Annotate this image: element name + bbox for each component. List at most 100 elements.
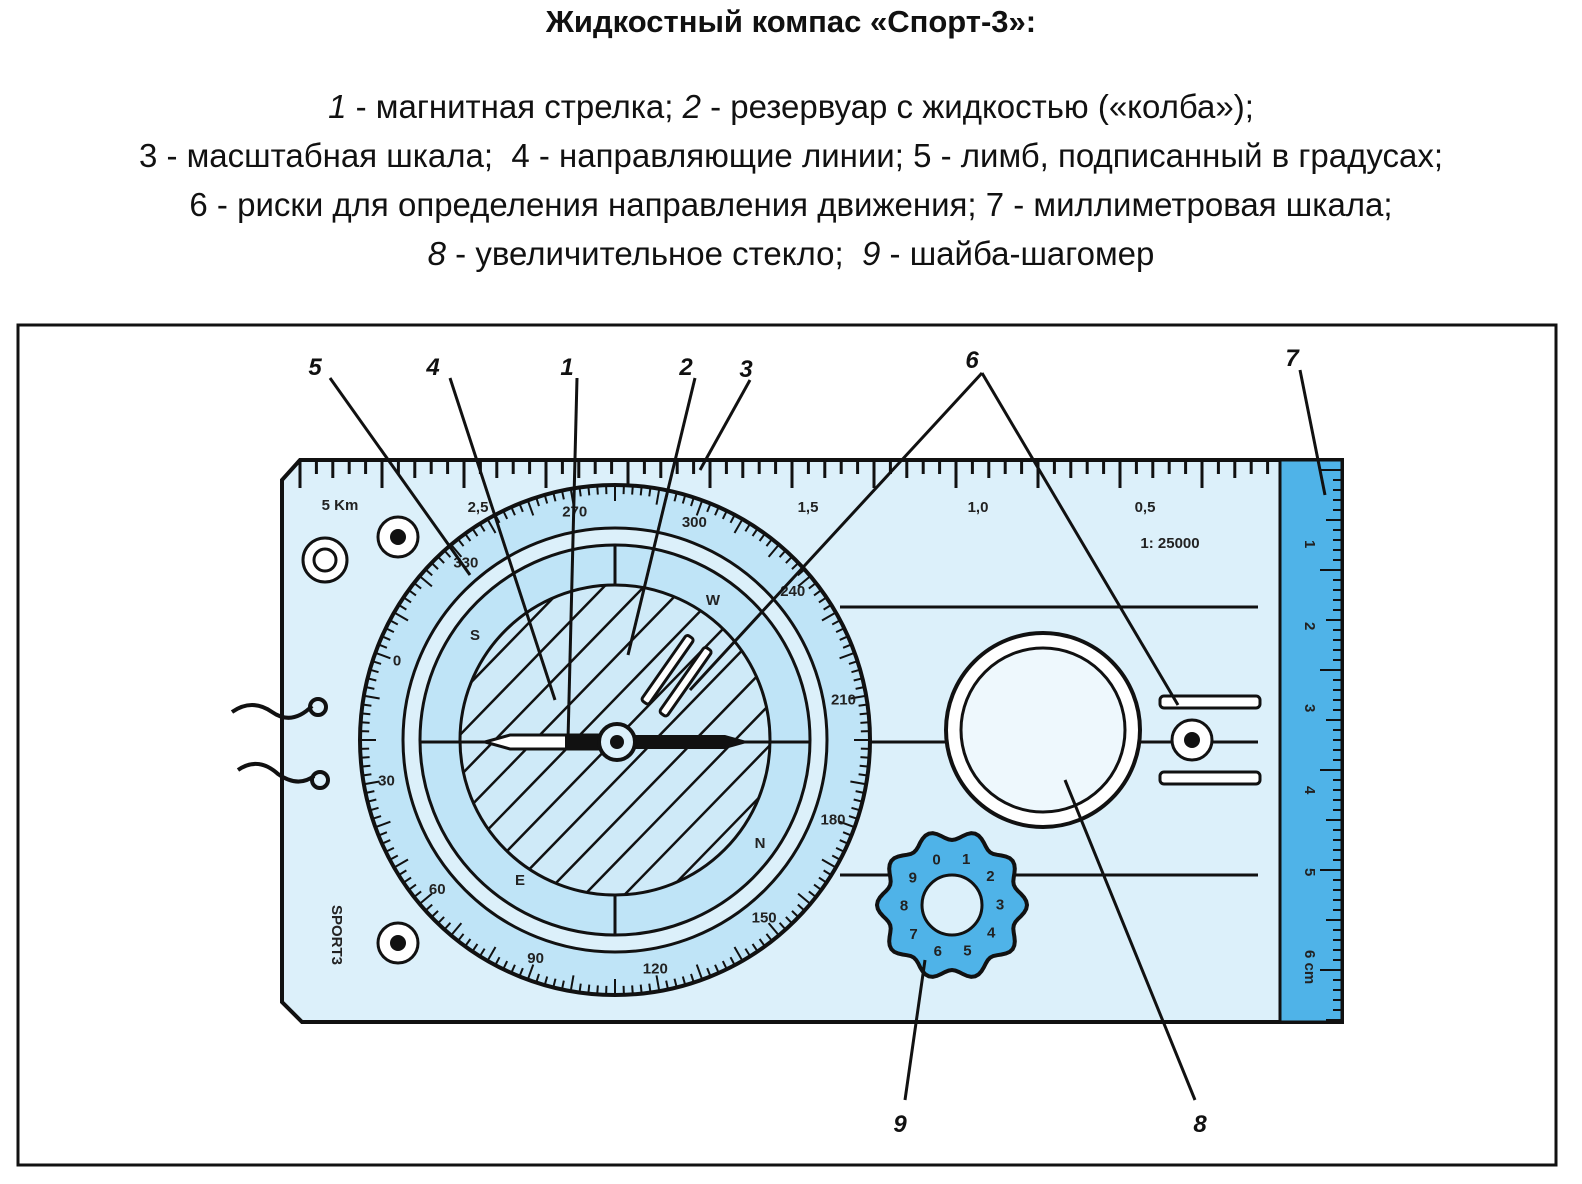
bezel-tick [858, 773, 868, 777]
bezel-tick [648, 983, 652, 993]
bezel-tick [596, 985, 599, 995]
callout-label: 2 [678, 354, 693, 381]
pedometer-number: 5 [963, 942, 971, 959]
legend-text: - увеличительное стекло; [446, 235, 863, 272]
bezel-tick [450, 922, 463, 936]
bezel-tick [797, 892, 811, 905]
cardinal-letter: W [706, 592, 721, 609]
legend-line: 1 - магнитная стрелка; 2 - резервуар с ж… [0, 82, 1582, 131]
bezel-tick [518, 503, 524, 513]
bezel-tick [765, 933, 773, 942]
bezel-tick [385, 627, 395, 634]
bezel-tick [778, 922, 787, 931]
callout-leader-line [1298, 369, 1327, 496]
bezel-tick [479, 523, 486, 532]
bezel-tick [596, 485, 599, 495]
bezel-tick [835, 627, 845, 634]
scale-label: 1,5 [798, 499, 819, 516]
bezel-number: 150 [752, 910, 777, 927]
bezel-tick [479, 948, 486, 957]
bezel-tick [733, 518, 744, 534]
orienting-line [460, 585, 591, 895]
legend-number: 3 [138, 137, 158, 174]
bezel-tick [502, 510, 509, 520]
legend-text: - миллиметровая шкала; [1004, 186, 1393, 223]
bezel-tick [855, 790, 865, 794]
bezel-tick [486, 518, 497, 534]
orienting-line [599, 585, 770, 895]
bezel-tick [398, 869, 407, 876]
legend-text: - шайба-шагомер [880, 235, 1155, 272]
bezel-tick [372, 660, 382, 665]
bezel-tick [785, 916, 793, 925]
bezel-tick [361, 712, 371, 716]
bezel-tick [853, 677, 863, 682]
bezel-tick [631, 985, 634, 995]
bezel-tick [389, 854, 399, 861]
bezel-tick [823, 869, 832, 876]
bezel-tick [751, 528, 759, 537]
bezel-tick [655, 488, 661, 505]
bezel-tick [362, 773, 372, 777]
bezel-tick [639, 486, 643, 496]
bezel-tick [385, 846, 395, 853]
bezel-tick [378, 831, 388, 837]
bezel-tick [706, 967, 712, 977]
bezel-tick [859, 764, 869, 768]
cardinal-letter: S [470, 627, 480, 644]
bezel-tick [393, 858, 409, 869]
bezel-tick [369, 806, 379, 812]
callout-leader-line [1063, 779, 1197, 1101]
bezel-tick [510, 964, 516, 974]
bezel-tick [526, 500, 535, 516]
bezel-tick [858, 703, 868, 707]
bezel-tick [486, 946, 497, 962]
bezel-tick [767, 922, 780, 936]
bezel-tick [361, 764, 371, 768]
diagram-frame [16, 323, 1558, 1167]
direction-mark-top [1158, 694, 1262, 710]
bezel-tick [578, 487, 582, 497]
bezel-tick [457, 933, 465, 942]
bezel-tick [751, 943, 759, 952]
bezel-tick [665, 980, 669, 990]
bezel-tick [419, 575, 433, 588]
bezel-tick [791, 910, 800, 918]
bezel-tick [437, 555, 445, 564]
bezel-tick [797, 575, 811, 588]
callout-leader-line [566, 377, 579, 741]
bezel-tick [398, 604, 407, 611]
pedometer-number: 9 [909, 869, 917, 886]
bezel-tick [424, 568, 433, 577]
bezel-tick [690, 973, 695, 983]
legend-number: 9 [862, 235, 881, 272]
callout-leader-line [448, 377, 557, 701]
bezel-tick [823, 604, 832, 611]
scale-label: 1,0 [968, 499, 989, 516]
bezel-tick [378, 643, 388, 649]
callout-label: 4 [425, 354, 439, 381]
bezel-tick [714, 964, 720, 974]
bezel-tick [443, 922, 452, 931]
bezel-tick [367, 798, 377, 803]
bezel-tick [821, 858, 837, 869]
legend-line: 6 - риски для определения направления дв… [0, 180, 1582, 229]
bezel-tick [758, 938, 766, 947]
bezel-tick [813, 883, 822, 891]
bezel-tick [818, 876, 827, 884]
bezel-tick [808, 582, 817, 590]
callout-leader-line [698, 379, 752, 471]
bezel-tick [797, 568, 806, 577]
callout-label: 8 [1193, 1111, 1207, 1138]
bezel-tick [631, 485, 634, 495]
bezel-tick [695, 500, 704, 516]
pedometer-number: 1 [962, 851, 970, 868]
bezel-number: 210 [831, 692, 856, 709]
legend-number: 8 [427, 235, 447, 272]
bezel-number: 0 [393, 653, 401, 670]
callout-leader-line [903, 959, 927, 1101]
bezel-tick [437, 916, 445, 925]
callout-label: 9 [893, 1111, 907, 1138]
bezel-tick [363, 780, 380, 786]
scale-ratio: 1: 25000 [1140, 535, 1199, 552]
